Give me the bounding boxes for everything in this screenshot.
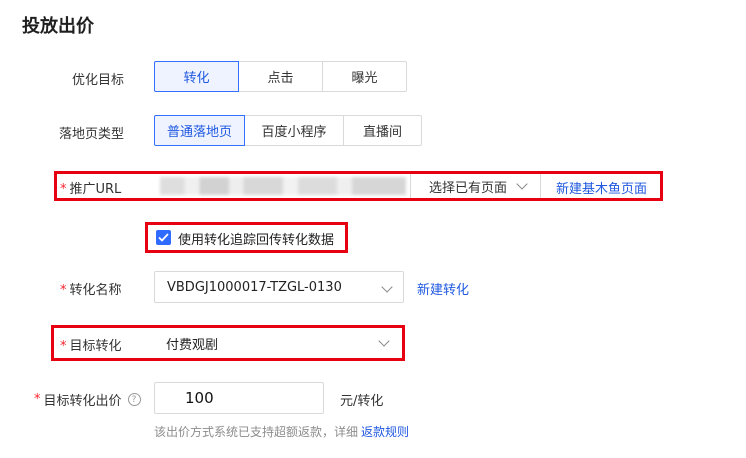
refund-note: 该出价方式系统已支持超额返款，详细返款规则: [154, 425, 410, 439]
target-conversion-highlight-box: [51, 325, 405, 361]
optimize-goal-conversion-button[interactable]: 转化: [154, 61, 239, 92]
required-mark: *: [34, 392, 41, 407]
conversion-name-label: *转化名称: [60, 283, 122, 298]
target-bid-label: *目标转化出价 ?: [34, 390, 141, 409]
required-mark: *: [60, 283, 67, 298]
check-icon: [158, 233, 169, 242]
promo-url-label: *推广URL: [60, 182, 122, 197]
page-title: 投放出价: [22, 16, 94, 37]
tracking-label: 使用转化追踪回传转化数据: [178, 233, 335, 248]
divider: [540, 174, 541, 198]
optimize-goal-exposure-button[interactable]: 曝光: [322, 61, 407, 92]
landing-type-miniprogram-button[interactable]: 百度小程序: [244, 115, 344, 146]
landing-type-normal-button[interactable]: 普通落地页: [154, 115, 245, 146]
promo-url-input-redacted[interactable]: [160, 177, 406, 195]
optimize-goal-click-button[interactable]: 点击: [238, 61, 323, 92]
chevron-down-icon: [378, 335, 390, 347]
landing-type-segment: 普通落地页 百度小程序 直播间: [154, 115, 422, 146]
target-bid-unit: 元/转化: [340, 394, 384, 409]
target-conversion-label: *目标转化: [60, 339, 122, 354]
new-conversion-link[interactable]: 新建转化: [417, 283, 470, 298]
chevron-down-icon: [381, 281, 393, 293]
tracking-highlight-box: [145, 222, 348, 253]
target-bid-input[interactable]: 100: [154, 382, 324, 414]
optimize-goal-segment: 转化 点击 曝光: [154, 61, 407, 92]
tracking-checkbox[interactable]: [156, 230, 171, 245]
chevron-down-icon: [516, 178, 528, 190]
required-mark: *: [60, 339, 67, 354]
help-circle-icon[interactable]: ?: [127, 393, 141, 406]
optimize-goal-label: 优化目标: [71, 73, 124, 88]
landing-type-live-button[interactable]: 直播间: [343, 115, 422, 146]
promo-url-highlight-box: [54, 171, 663, 201]
existing-page-select[interactable]: 选择已有页面: [410, 174, 540, 198]
required-mark: *: [60, 182, 67, 197]
target-conversion-select[interactable]: 付费观剧: [154, 328, 402, 358]
conversion-name-select[interactable]: VBDGJ1000017-TZGL-0130: [154, 271, 404, 303]
new-jimuyu-page-link[interactable]: 新建基木鱼页面: [556, 182, 648, 197]
refund-rules-link[interactable]: 返款规则: [361, 425, 410, 439]
landing-type-label: 落地页类型: [58, 127, 124, 142]
